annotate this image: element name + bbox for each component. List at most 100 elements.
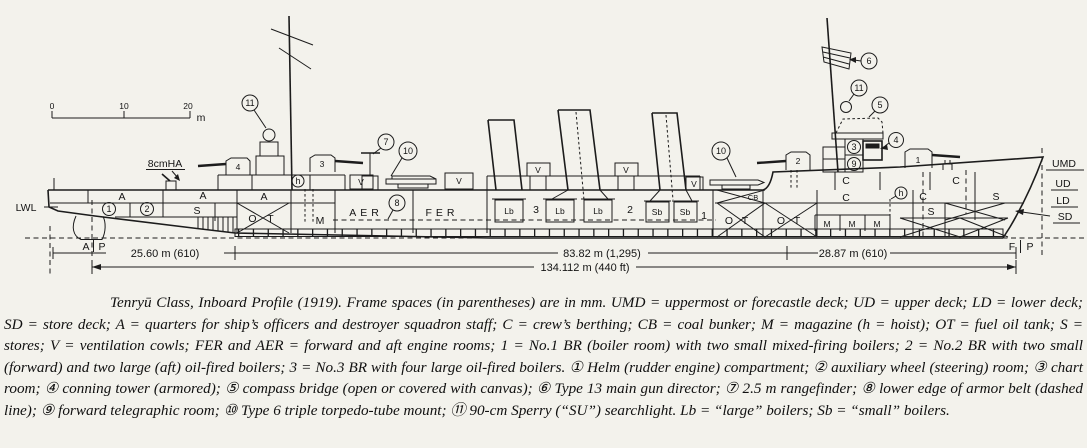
svg-text:10: 10 [716, 146, 726, 156]
vent-v-5: V [691, 179, 697, 189]
aa-gun-arrowhead [174, 174, 180, 181]
deck-label-ld: LD [1056, 195, 1070, 207]
funnel-trunks [551, 189, 693, 202]
fp-letter-f: F [1009, 241, 1015, 253]
torpedo-mounts: 10 10 [385, 141, 766, 190]
turret-4-label: 4 [236, 162, 241, 172]
magazine-m-3: M [873, 219, 880, 229]
turret-2-barrel [756, 159, 787, 165]
gun-director [821, 46, 852, 70]
funnel-1 [487, 119, 523, 191]
compartment-c-2: C [842, 192, 850, 204]
bow-store-crosses [899, 202, 1009, 238]
svg-text:1: 1 [106, 204, 111, 214]
compartment-aer: AER [349, 207, 383, 219]
searchlight-tower [255, 155, 285, 176]
fwd-oil-tank-crosses [716, 202, 818, 238]
compass-bridge [835, 117, 884, 134]
aa-gun-barrel [161, 173, 171, 182]
callout-1: 1 [102, 202, 116, 216]
small-boiler-label-2: Sb [680, 207, 691, 217]
aft-mast-yards [270, 28, 314, 70]
large-boiler-label-1: Lb [504, 206, 514, 216]
funnel-trunk-centerlines [575, 111, 674, 201]
rudder [72, 215, 106, 240]
deck-label-sd: SD [1058, 211, 1073, 223]
conning-tower [862, 140, 883, 161]
compartment-s-fwd-1: S [992, 191, 999, 203]
dimension-mid: 83.82 m (1,295) [563, 248, 641, 260]
magazine-m-2: M [848, 219, 855, 229]
turret-2-barbette [790, 170, 798, 190]
callout-8: 8 [387, 194, 406, 220]
large-boiler-label-3: Lb [593, 206, 603, 216]
boiler-room-1: 1 [701, 210, 707, 222]
compartment-m-aft: M [316, 215, 325, 227]
rangefinder-group: 7 [361, 133, 395, 191]
ammunition-hoists: h h [291, 174, 908, 230]
bridge-structure: 6 11 5 3 4 [821, 17, 904, 173]
deck-label-umd: UMD [1052, 158, 1076, 170]
ventilation-cowls: V V V V V [217, 162, 704, 191]
large-boiler-2 [545, 199, 575, 223]
small-boiler-label-1: Sb [652, 207, 663, 217]
hull-outline: LWL [16, 156, 1045, 240]
deck-label-ud: UD [1055, 178, 1071, 190]
double-bottom-strip [234, 228, 1004, 237]
turret-3 [309, 154, 336, 172]
scale-tick-20: 20 [183, 101, 193, 111]
aft-perpendicular-label: A P [82, 240, 106, 253]
torpedo-mount-aft [385, 175, 437, 189]
scale-tick-0: 0 [50, 101, 55, 111]
searchlight-aft [262, 128, 276, 142]
deck-and-stem-line [48, 156, 1045, 239]
magazine-m-1: M [823, 219, 830, 229]
hull-bottom-line [47, 189, 1003, 239]
scale-unit: m [197, 112, 206, 124]
svg-text:6: 6 [866, 56, 871, 66]
ap-letter-a: A [82, 241, 89, 253]
compartment-labels: A A A S O T M AER FER 3 2 1 CB O T O T C… [118, 175, 999, 229]
midship-casing [486, 175, 701, 190]
compartment-ot-aft: O T [248, 213, 277, 225]
large-boiler-label-2: Lb [555, 206, 565, 216]
vent-v-3: V [535, 165, 541, 175]
aft-deckhouse [217, 174, 346, 190]
turret-4-barrel [197, 162, 227, 168]
aft-mast-group: 11 [241, 15, 314, 191]
svg-text:11: 11 [245, 98, 254, 108]
compartment-a-1: A [118, 191, 125, 203]
hoist-label-fwd: h [898, 188, 903, 198]
scale-bar: 0 10 20 m [50, 101, 206, 124]
funnel-2 [557, 109, 601, 191]
svg-text:7: 7 [383, 137, 388, 147]
aa-gun-mount [165, 180, 177, 191]
callout-10-fwd: 10 [711, 141, 737, 178]
callout-5: 5 [868, 96, 889, 118]
ap-letter-p: P [98, 241, 105, 253]
small-boiler-1 [645, 201, 670, 223]
turret-1 [904, 148, 933, 168]
compartment-ot-fwd-1: O T [725, 215, 751, 227]
compartment-a-3: A [260, 191, 267, 203]
dimension-fwd: 28.87 m (610) [819, 248, 887, 260]
vent-v-1: V [358, 177, 364, 187]
dimension-overall: 134.112 m (440 ft) [540, 262, 629, 274]
turret-1-barrel [931, 153, 961, 159]
boiler-flanges [492, 198, 699, 202]
internal-structure [50, 172, 1024, 238]
callout-7: 7 [372, 133, 395, 155]
callout-10-aft: 10 [390, 141, 418, 177]
funnel-3 [651, 112, 687, 191]
large-boiler-3 [583, 199, 613, 223]
callout-9: 9 [847, 157, 861, 171]
callout-6: 6 [849, 52, 878, 70]
turret-4 [225, 157, 251, 175]
deck-labels: UMD UD LD SD [1015, 158, 1084, 224]
compartment-a-2: A [199, 190, 206, 202]
callout-11-fwd: 11 [848, 79, 868, 102]
gun-turrets: 4 3 2 1 [197, 148, 961, 190]
compartment-c-4: C [952, 175, 960, 187]
turret-3-label: 3 [320, 159, 325, 169]
